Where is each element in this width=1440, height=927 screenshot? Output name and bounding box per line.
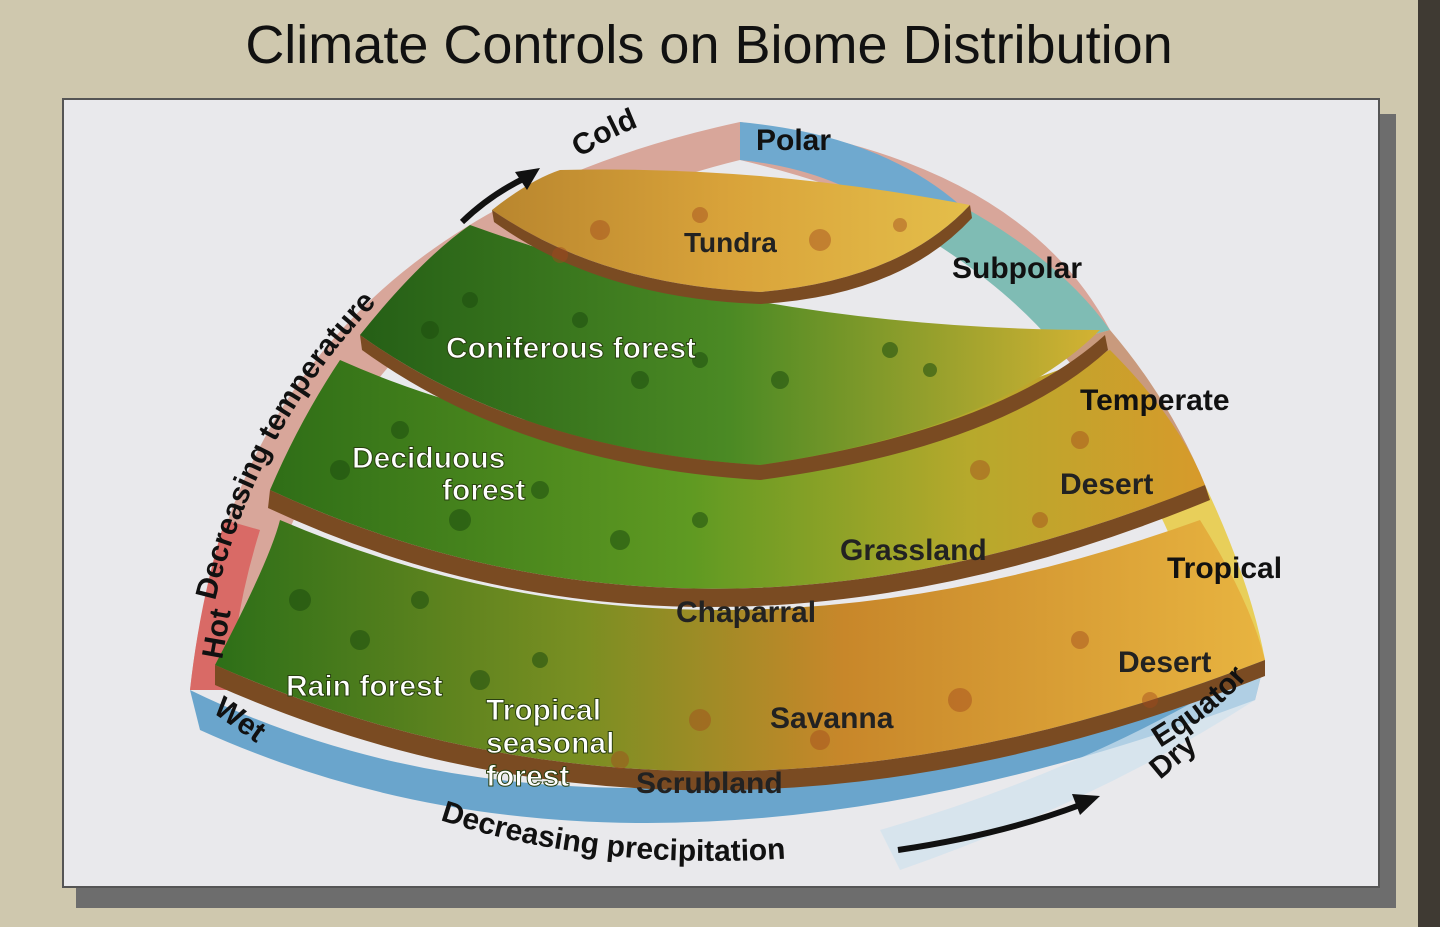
rain-forest-label: Rain forest xyxy=(286,670,443,703)
scrubland-label: Scrubland xyxy=(636,767,783,800)
temperature-arrow xyxy=(459,175,527,225)
tropical-desert-label: Desert xyxy=(1118,646,1211,679)
tree-texture xyxy=(289,292,937,690)
biome-layers xyxy=(215,169,1265,791)
deciduous-forest-label-line2: forest xyxy=(442,474,525,507)
coniferous-soil xyxy=(360,335,1108,480)
temperate-desert-label: Desert xyxy=(1060,468,1153,501)
hot-band xyxy=(190,520,260,690)
grassland-label: Grassland xyxy=(840,534,987,567)
tundra-label: Tundra xyxy=(684,227,777,258)
tundra-soil xyxy=(492,205,972,304)
tropical-seasonal-forest-label-line2: seasonal xyxy=(486,727,614,760)
subpolar-band xyxy=(905,205,1110,345)
dry-band-fade xyxy=(880,660,1265,870)
hot-cold-band xyxy=(190,122,1110,690)
tundra-layer xyxy=(492,169,970,292)
dry-texture xyxy=(552,207,1158,769)
precipitation-arrow xyxy=(897,802,1082,853)
coniferous-layer xyxy=(360,225,1100,465)
tropical-label: Tropical xyxy=(1167,552,1282,585)
chaparral-label: Chaparral xyxy=(676,596,816,629)
tropical-seasonal-forest-label-line1: Tropical xyxy=(486,694,601,727)
temperature-arrow-head xyxy=(515,168,540,190)
page-title: Climate Controls on Biome Distribution xyxy=(245,15,1173,75)
precipitation-arrow-head xyxy=(1072,794,1100,815)
right-edge-strip xyxy=(1418,0,1440,927)
savanna-label: Savanna xyxy=(770,702,894,735)
polar-label: Polar xyxy=(756,124,831,157)
deciduous-forest-label-line1: Deciduous xyxy=(352,442,505,475)
subpolar-label: Subpolar xyxy=(952,252,1082,285)
tropical-seasonal-forest-label-line3: forest xyxy=(486,760,569,793)
temperate-label: Temperate xyxy=(1080,384,1230,417)
precipitation-band xyxy=(190,660,1265,824)
temperate-soil xyxy=(268,485,1210,608)
tropical-layer xyxy=(215,520,1265,772)
coniferous-forest-label: Coniferous forest xyxy=(446,332,696,365)
tropical-soil xyxy=(215,660,1265,791)
